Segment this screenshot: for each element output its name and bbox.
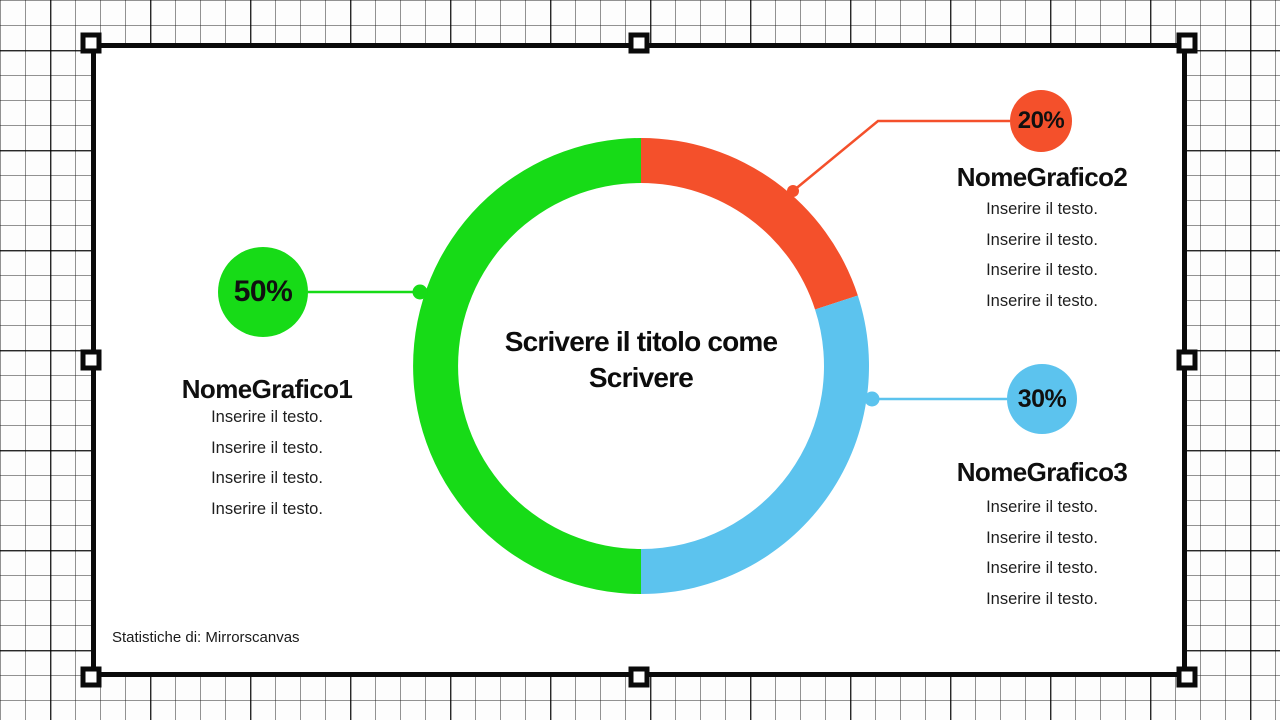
resize-handle-n[interactable] <box>628 32 650 54</box>
chart-title-line1: Scrivere il titolo come <box>504 326 778 357</box>
resize-handle-ne[interactable] <box>1176 32 1198 54</box>
donut-chart[interactable] <box>96 48 1182 672</box>
resize-handle-sw[interactable] <box>80 666 102 688</box>
percent-badge-segment3[interactable]: 30% <box>1007 364 1077 434</box>
connector-dot-segment1 <box>412 284 428 300</box>
group-title-segment3[interactable]: NomeGrafico3 <box>956 457 1128 487</box>
percent-badge-segment1[interactable]: 50% <box>218 247 308 337</box>
donut-segment-NomeGrafico3[interactable] <box>641 295 870 594</box>
resize-handle-se[interactable] <box>1176 666 1198 688</box>
connector-line-segment2 <box>792 119 1010 192</box>
chart-title[interactable]: Scrivere il titolo come Scrivere <box>441 324 841 396</box>
connector-dot-segment3 <box>864 391 880 407</box>
donut-segment-NomeGrafico1[interactable] <box>413 138 641 594</box>
group-title-segment1[interactable]: NomeGrafico1 <box>181 374 353 404</box>
resize-handle-s[interactable] <box>628 666 650 688</box>
resize-handle-e[interactable] <box>1176 349 1198 371</box>
percent-badge-segment2[interactable]: 20% <box>1010 90 1072 152</box>
group-title-segment2[interactable]: NomeGrafico2 <box>956 162 1128 192</box>
group-body-segment3[interactable]: Inserire il testo. Inserire il testo. In… <box>986 498 1098 609</box>
connector-dot-segment2 <box>787 185 799 197</box>
resize-handle-nw[interactable] <box>80 32 102 54</box>
slide-canvas[interactable]: Scrivere il titolo come Scrivere 50% 20%… <box>91 43 1187 677</box>
chart-title-line2: Scrivere <box>588 362 694 393</box>
footer-credit: Statistiche di: Mirrorscanvas <box>112 629 300 646</box>
resize-handle-w[interactable] <box>80 349 102 371</box>
percent-badge-label: 20% <box>1017 107 1065 134</box>
group-body-segment2[interactable]: Inserire il testo. Inserire il testo. In… <box>986 200 1098 311</box>
percent-badge-label: 50% <box>233 275 293 308</box>
callout-connectors <box>308 119 1010 407</box>
group-body-segment1[interactable]: Inserire il testo. Inserire il testo. In… <box>211 408 323 519</box>
percent-badge-label: 30% <box>1017 384 1067 413</box>
donut-segment-NomeGrafico2[interactable] <box>641 138 858 310</box>
